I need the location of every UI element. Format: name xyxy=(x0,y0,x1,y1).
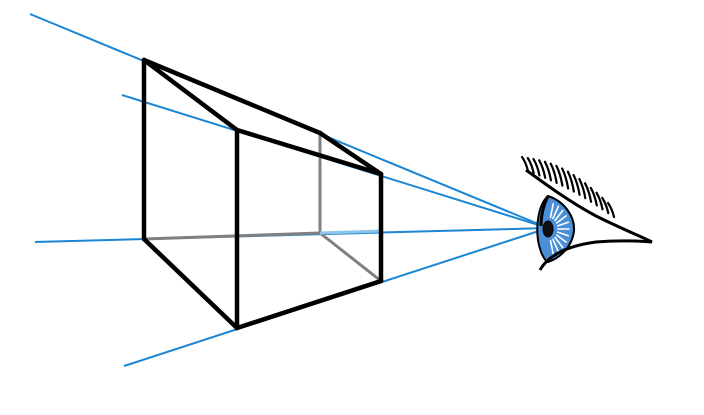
iris-ray xyxy=(554,209,564,222)
eyelashes xyxy=(520,155,616,219)
edge-front-top xyxy=(234,127,384,177)
edge-front-bottom xyxy=(234,278,384,331)
eyelash xyxy=(543,160,553,182)
eyelash xyxy=(583,182,593,203)
iris-ray xyxy=(549,239,555,255)
upper-eyelid xyxy=(525,168,653,244)
iris-ray xyxy=(555,234,567,243)
eyelash xyxy=(606,201,616,219)
eyelash xyxy=(549,162,558,184)
eyelash xyxy=(595,191,604,211)
hidden-edge-bottom-left xyxy=(143,231,321,241)
eyelash xyxy=(589,186,598,207)
iris-ray xyxy=(552,205,560,220)
eye-icon xyxy=(520,155,653,271)
eyelash xyxy=(561,167,570,190)
iris-ray xyxy=(556,231,570,237)
eyelash xyxy=(572,173,581,196)
edge-bottom-left-diagonal xyxy=(141,236,240,331)
box-hidden-edges xyxy=(143,133,382,283)
eyelash xyxy=(526,156,535,175)
eyelash xyxy=(538,159,547,179)
eyelash xyxy=(520,155,530,173)
edge-top-right xyxy=(317,130,384,177)
iris-rays xyxy=(549,203,570,255)
pupil xyxy=(542,220,554,238)
iris-ray xyxy=(549,203,555,219)
iris-ray xyxy=(556,221,570,227)
lower-eyelid xyxy=(538,239,653,271)
edge-top-back xyxy=(141,57,323,136)
eyelash xyxy=(532,157,541,177)
eyelash xyxy=(555,164,564,187)
eye-corner xyxy=(539,195,550,227)
edge-top-left-diagonal xyxy=(141,57,240,133)
iris-ray xyxy=(552,238,560,253)
hidden-edge-bottom-right xyxy=(319,229,382,235)
eyelash xyxy=(566,170,575,193)
eyelash xyxy=(578,177,587,200)
iris-ray xyxy=(554,236,564,249)
eyelash xyxy=(601,196,610,215)
iris-ray xyxy=(555,215,567,224)
box-visible-edges xyxy=(141,57,384,331)
hidden-edge-bottom-back xyxy=(319,231,382,283)
